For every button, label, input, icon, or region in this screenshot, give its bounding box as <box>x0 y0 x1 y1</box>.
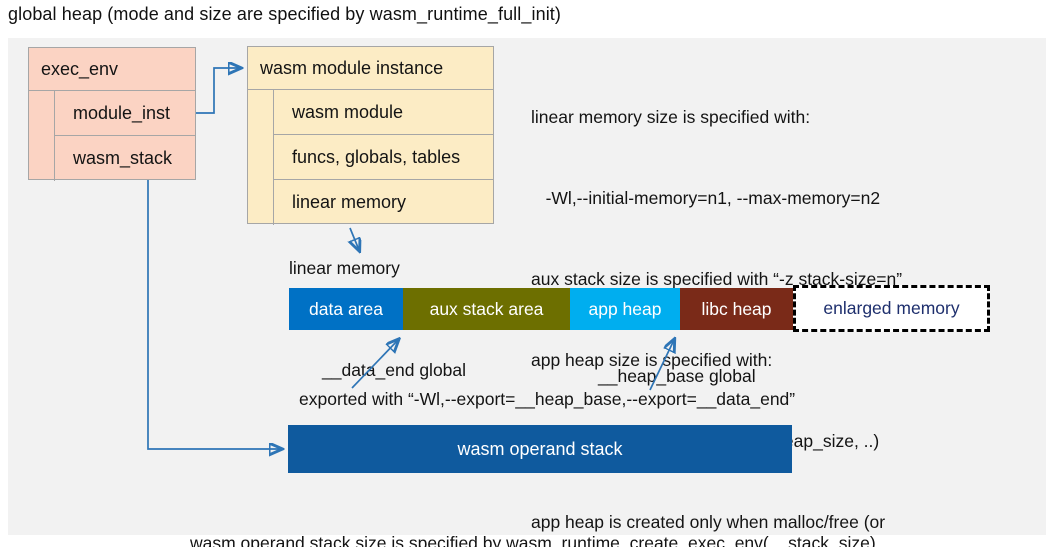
heap-base-global-label: __heap_base global <box>598 366 756 386</box>
module-instance-header: wasm module instance <box>248 47 493 90</box>
segment-app-heap: app heap <box>570 288 680 330</box>
segment-label: data area <box>309 298 383 319</box>
segment-aux-stack-area: aux stack area <box>403 288 570 330</box>
segment-enlarged-memory: enlarged memory <box>793 285 990 332</box>
segment-label: app heap <box>588 298 662 319</box>
note-line: wasm operand stack size is specified by … <box>190 533 876 547</box>
exec-env-row-module-inst: module_inst <box>54 91 195 136</box>
segment-label: aux stack area <box>429 298 544 319</box>
module-instance-row-wasm-module: wasm module <box>273 90 493 135</box>
segment-data-area: data area <box>289 288 403 330</box>
segment-libc-heap: libc heap <box>680 288 793 330</box>
exec-env-box: exec_env module_inst wasm_stack <box>28 47 196 181</box>
note-line: -Wl,--initial-memory=n1, --max-memory=n2 <box>531 188 881 208</box>
segment-label: libc heap <box>701 298 772 319</box>
wasm-operand-stack-box: wasm operand stack <box>288 425 792 473</box>
module-instance-box: wasm module instance wasm module funcs, … <box>247 46 494 225</box>
linear-memory-label: linear memory <box>289 258 400 278</box>
exec-env-row-wasm-stack: wasm_stack <box>54 136 195 181</box>
operand-stack-notes: wasm operand stack size is specified by … <box>190 478 876 547</box>
wasm-operand-stack-label: wasm operand stack <box>457 438 623 459</box>
note-line: app heap size is specified with: <box>531 350 773 370</box>
exec-env-header: exec_env <box>29 48 195 91</box>
module-instance-row-linear-memory: linear memory <box>273 180 493 225</box>
note-line: app heap is created only when malloc/fre… <box>531 512 886 532</box>
segment-label: enlarged memory <box>823 298 960 318</box>
note-line: aux stack size is specified with “-z sta… <box>531 269 903 289</box>
note-line: linear memory size is specified with: <box>531 107 811 127</box>
data-end-global-label: __data_end global <box>322 360 467 380</box>
export-note: exported with “-Wl,--export=__heap_base,… <box>299 389 796 409</box>
page-title: global heap (mode and size are specified… <box>8 4 561 24</box>
module-instance-row-funcs-globals-tables: funcs, globals, tables <box>273 135 493 180</box>
